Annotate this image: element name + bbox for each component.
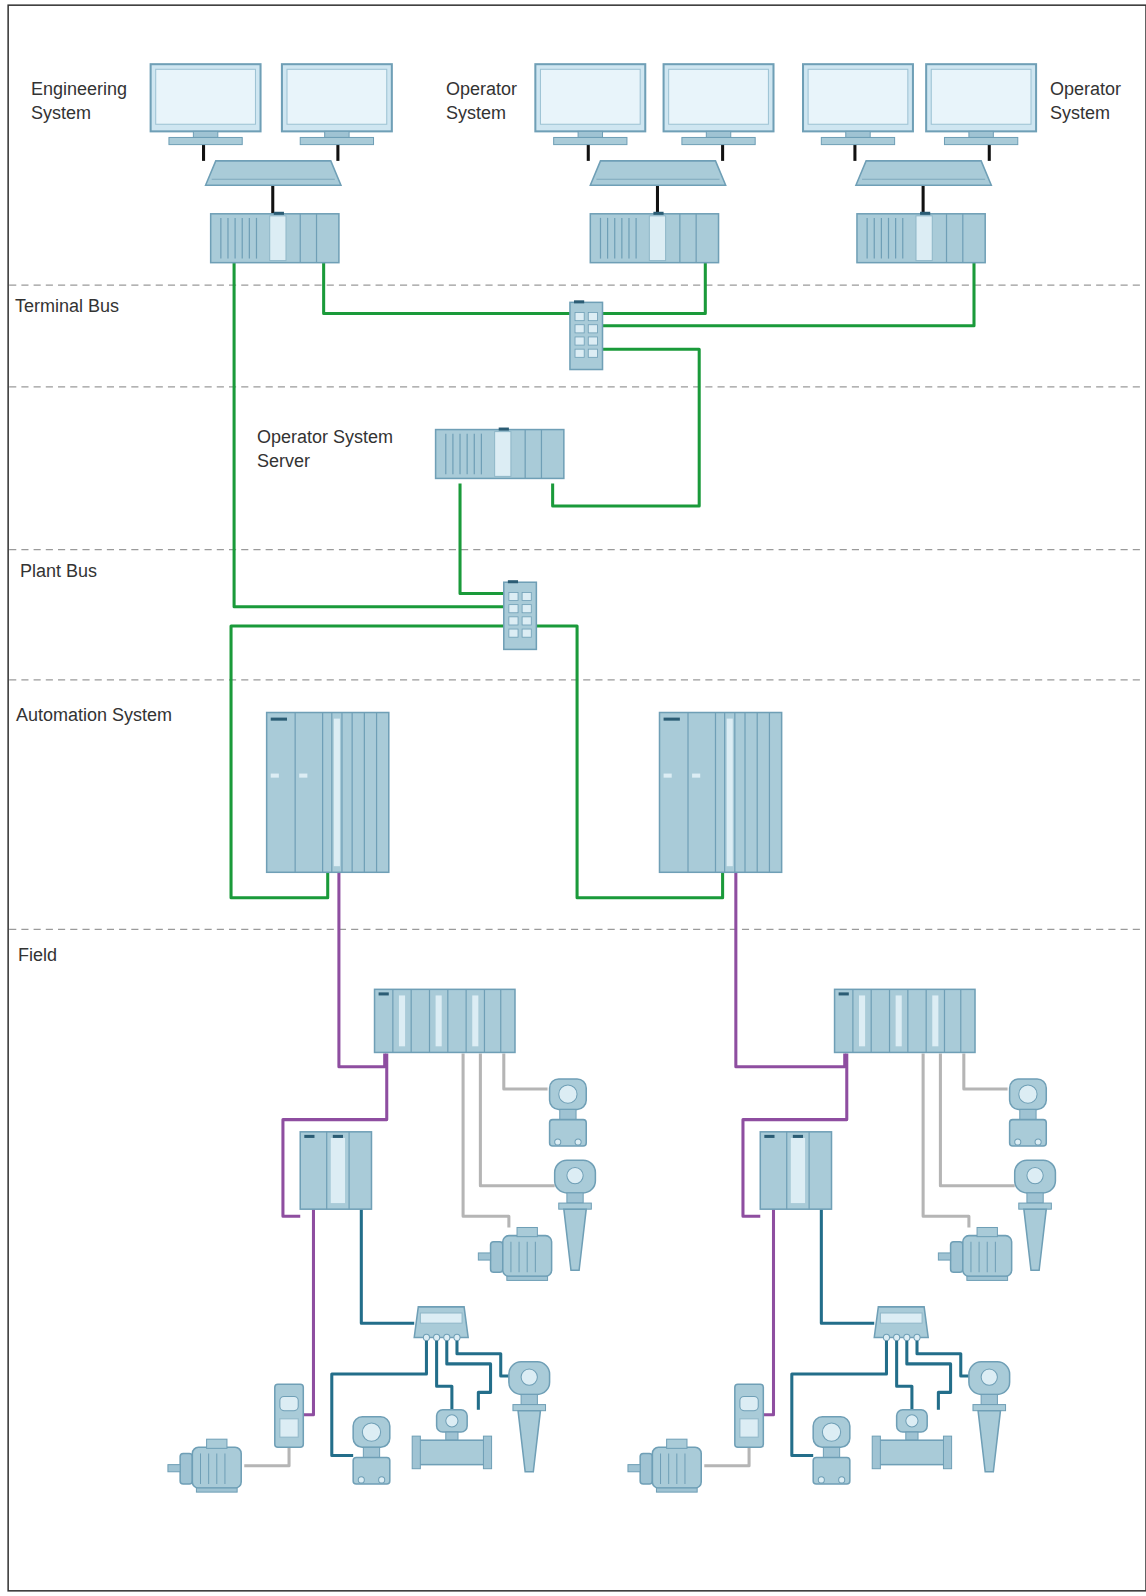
level-label: Field: [18, 943, 57, 967]
engineering-station: Engineering System: [31, 77, 151, 125]
bus-label: Terminal Bus: [15, 294, 119, 318]
station-label: Engineering System: [31, 77, 151, 125]
os-server: Operator System Server: [257, 425, 428, 473]
station-label: Operator System: [446, 77, 536, 125]
station-label: Operator System: [1050, 77, 1140, 125]
station-label: Operator System Server: [257, 425, 428, 473]
operator-station: Operator System: [1050, 77, 1140, 125]
bus-label: Plant Bus: [20, 559, 97, 583]
operator-station: Operator System: [446, 77, 536, 125]
level-label: Automation System: [16, 703, 172, 727]
